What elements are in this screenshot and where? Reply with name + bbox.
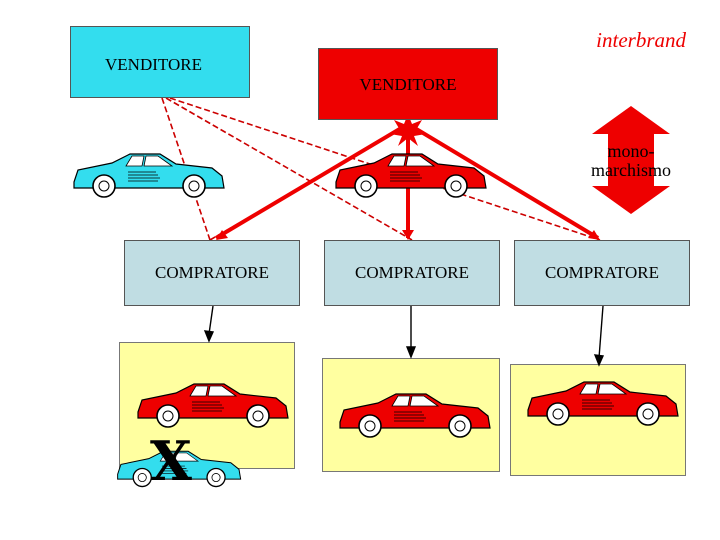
brand-label: interbrand bbox=[560, 28, 686, 53]
buyer-box: COMPRATORE bbox=[514, 240, 690, 306]
seller-label: VENDITORE bbox=[105, 55, 202, 75]
buyer-label: COMPRATORE bbox=[545, 263, 659, 283]
seller-box-right: VENDITORE bbox=[318, 48, 498, 120]
buyer-arrow-group bbox=[205, 306, 603, 365]
buyer-box: COMPRATORE bbox=[124, 240, 300, 306]
red-car-icon bbox=[340, 394, 490, 437]
buyer-label: COMPRATORE bbox=[355, 263, 469, 283]
seller-box-left: VENDITORE bbox=[70, 26, 250, 98]
cyan-car-icon bbox=[74, 154, 224, 197]
red-car-icon bbox=[528, 382, 678, 425]
buyer-label: COMPRATORE bbox=[155, 263, 269, 283]
monomarchismo-label: mono- marchismo bbox=[562, 142, 700, 180]
seller-label: VENDITORE bbox=[360, 75, 457, 95]
rejection-x-mark: X bbox=[150, 434, 192, 488]
red-car-icon bbox=[138, 384, 288, 427]
buyer-box: COMPRATORE bbox=[324, 240, 500, 306]
